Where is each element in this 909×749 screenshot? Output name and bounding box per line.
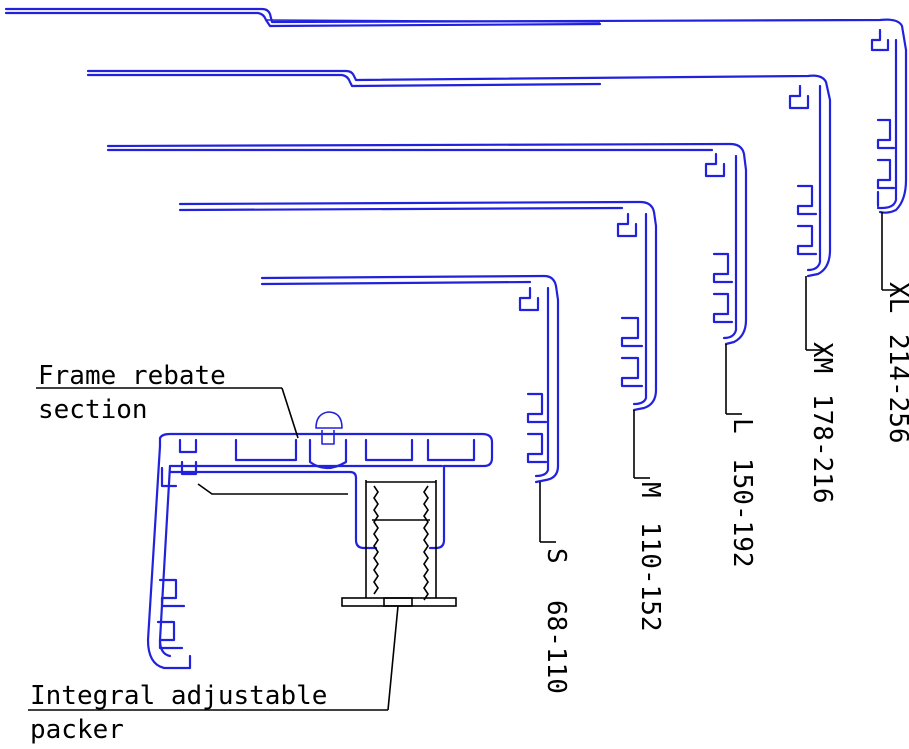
frame-rebate-label-line2: section xyxy=(38,395,148,425)
range-label-xm: 178-216 xyxy=(807,394,837,504)
frame-rebate-leader xyxy=(281,387,299,439)
profile-s xyxy=(260,274,560,543)
size-label-l: L xyxy=(727,418,757,434)
profile-l xyxy=(106,142,748,415)
packer-leader xyxy=(387,605,399,711)
profile-xm xyxy=(86,69,832,351)
range-label-xl: 214-256 xyxy=(883,334,909,444)
range-label-s: 68-110 xyxy=(541,600,571,694)
size-label-s: S xyxy=(541,548,571,564)
packer-label-line2: packer xyxy=(30,715,124,745)
size-label-xl: XL xyxy=(883,282,909,313)
packer-label-line1: Integral adjustable xyxy=(30,681,327,711)
frame-rebate-label-line1: Frame rebate xyxy=(38,361,226,391)
profile-m xyxy=(178,200,658,479)
size-label-xm: XM xyxy=(807,342,837,373)
size-label-m: M xyxy=(635,482,665,498)
range-label-m: 110-152 xyxy=(635,522,665,632)
range-label-l: 150-192 xyxy=(727,458,757,568)
frame-rebate-section xyxy=(146,411,494,670)
profile-xl xyxy=(4,7,908,291)
